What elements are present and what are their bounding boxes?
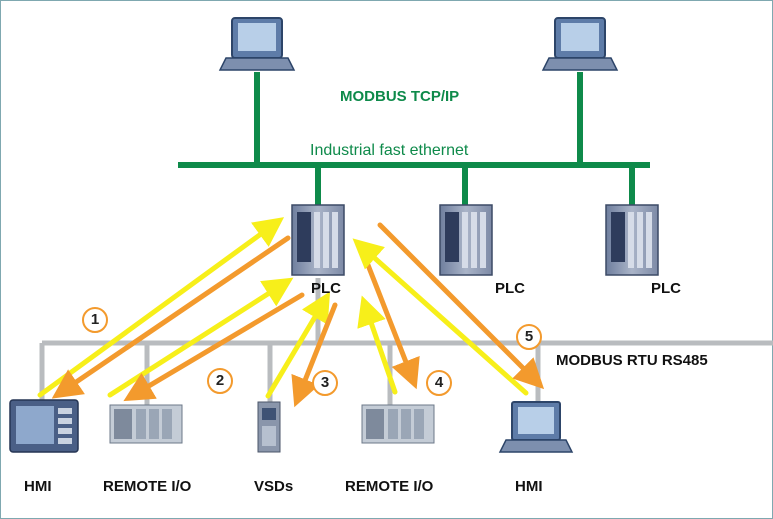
plc-2-icon	[439, 204, 493, 276]
rs485-label: MODBUS RTU RS485	[556, 352, 708, 369]
step-1-badge: 1	[82, 307, 108, 333]
remote-io-1-label: REMOTE I/O	[103, 478, 192, 495]
plc-3-label: PLC	[651, 280, 681, 297]
rs485-bus	[39, 278, 773, 410]
remote-io-2-icon	[361, 404, 435, 444]
arrow-1-request	[37, 217, 285, 398]
step-2-badge: 2	[207, 368, 233, 394]
step-5-badge: 5	[516, 324, 542, 350]
vsd-icon	[257, 401, 281, 453]
arrow-5-request	[352, 238, 529, 396]
vsds-label: VSDs	[254, 478, 294, 495]
step-3-badge: 3	[312, 370, 338, 396]
hmi-panel-icon	[9, 399, 79, 453]
arrow-4-response	[365, 262, 420, 390]
workstation-right-icon	[541, 17, 619, 71]
hmi-laptop-icon	[498, 401, 574, 453]
plc-main-label: PLC	[311, 280, 341, 297]
communication-arrows	[37, 217, 545, 408]
plc-3-icon	[605, 204, 659, 276]
ethernet-bus	[178, 72, 650, 205]
arrow-1-response	[51, 235, 291, 399]
arrow-3-request	[265, 291, 331, 399]
hmi-right-label: HMI	[515, 478, 543, 495]
ethernet-subtitle: Industrial fast ethernet	[308, 142, 471, 160]
arrow-3-response	[291, 302, 338, 408]
remote-io-2-label: REMOTE I/O	[345, 478, 434, 495]
remote-io-1-icon	[109, 404, 183, 444]
plc-2-label: PLC	[495, 280, 525, 297]
step-4-badge: 4	[426, 370, 452, 396]
modbus-tcp-title: MODBUS TCP/IP	[340, 88, 460, 105]
arrow-2-response	[123, 292, 305, 402]
workstation-left-icon	[218, 17, 296, 71]
arrow-4-request	[357, 295, 398, 395]
arrow-5-response	[377, 222, 545, 390]
hmi-left-label: HMI	[24, 478, 52, 495]
plc-main-icon	[291, 204, 345, 276]
